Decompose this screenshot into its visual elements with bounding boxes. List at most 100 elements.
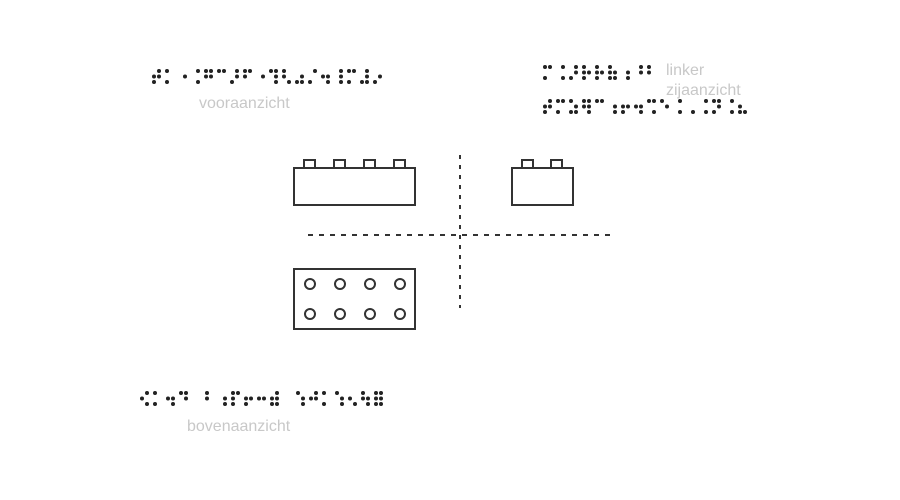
braille-dot [730, 110, 734, 114]
braille-dot [231, 391, 235, 395]
braille-dot [574, 65, 578, 69]
braille-dot [738, 104, 742, 109]
braille-dot [171, 402, 175, 406]
braille-left-side-label-line1 [543, 65, 651, 80]
braille-dot [647, 99, 651, 103]
braille-dot [574, 70, 578, 75]
braille-dot [314, 396, 318, 401]
braille-dot [262, 396, 266, 401]
braille-dot [140, 396, 144, 401]
braille-dot [678, 99, 682, 103]
braille-dot [340, 402, 344, 406]
braille-dot [353, 402, 357, 406]
braille-dot [184, 391, 188, 395]
side-view-stud [521, 159, 534, 169]
left-side-view-brick [511, 159, 574, 206]
braille-dot [639, 70, 643, 75]
braille-dot [626, 70, 630, 75]
braille-dot [378, 74, 382, 79]
braille-dot [347, 69, 351, 73]
top-view-stud [304, 278, 316, 290]
braille-dot [339, 80, 343, 84]
braille-dot [270, 402, 274, 406]
braille-dot [322, 402, 326, 406]
braille-dot [274, 80, 278, 84]
braille-dot [639, 65, 643, 69]
braille-dot [179, 391, 183, 395]
braille-dot [548, 65, 552, 69]
braille-dot [308, 80, 312, 84]
braille-dot [223, 396, 227, 401]
braille-dot [361, 396, 365, 401]
braille-dot [275, 402, 279, 406]
braille-dot [582, 104, 586, 109]
braille-dot [282, 69, 286, 73]
braille-dot [582, 70, 586, 75]
braille-dot [223, 402, 227, 406]
braille-top-label [140, 391, 383, 406]
braille-dot [379, 402, 383, 406]
braille-dot [347, 80, 351, 84]
braille-dot [231, 396, 235, 401]
braille-dot [300, 80, 304, 84]
braille-dot [275, 391, 279, 395]
braille-dot [287, 80, 291, 84]
braille-dot [556, 99, 560, 103]
braille-dot [248, 69, 252, 73]
braille-dot [282, 74, 286, 79]
braille-dot [373, 80, 377, 84]
braille-dot [145, 391, 149, 395]
braille-dot [647, 70, 651, 75]
braille-dot [561, 99, 565, 103]
braille-dot [595, 76, 599, 80]
top-view-stud [364, 308, 376, 320]
braille-dot [587, 104, 591, 109]
braille-dot [660, 99, 664, 103]
braille-dot [205, 391, 209, 395]
braille-dot [608, 76, 612, 80]
braille-dot [222, 69, 226, 73]
braille-dot [574, 104, 578, 109]
braille-dot [313, 69, 317, 73]
braille-dot [204, 69, 208, 73]
braille-dot [561, 65, 565, 69]
braille-dot [574, 110, 578, 114]
braille-dot [153, 402, 157, 406]
front-view-brick [293, 159, 416, 206]
braille-left-side-label-line2 [543, 99, 747, 114]
braille-dot [595, 65, 599, 69]
side-view-stud [550, 159, 563, 169]
front-view-caption: vooraanzicht [199, 95, 290, 112]
braille-dot [270, 396, 274, 401]
braille-dot [165, 80, 169, 84]
braille-dot [639, 110, 643, 114]
braille-dot [366, 396, 370, 401]
braille-dot [543, 76, 547, 80]
braille-dot [231, 402, 235, 406]
braille-dot [352, 69, 356, 73]
braille-dot [152, 74, 156, 79]
left-side-view-caption-line1: linker [666, 62, 705, 79]
braille-dot [236, 391, 240, 395]
braille-dot [374, 391, 378, 395]
braille-dot [600, 70, 604, 75]
braille-dot [626, 104, 630, 109]
braille-dot [209, 69, 213, 73]
braille-dot [243, 74, 247, 79]
braille-dot [543, 104, 547, 109]
braille-dot [301, 396, 305, 401]
braille-dot [582, 76, 586, 80]
braille-dot [613, 70, 617, 75]
braille-dot [704, 110, 708, 114]
top-view-stud [334, 308, 346, 320]
braille-dot [678, 110, 682, 114]
braille-dot [691, 110, 695, 114]
braille-dot [340, 396, 344, 401]
braille-dot [321, 74, 325, 79]
braille-dot [548, 104, 552, 109]
braille-dot [595, 70, 599, 75]
braille-dot [639, 104, 643, 109]
braille-dot [634, 104, 638, 109]
front-view-stud [303, 159, 316, 169]
